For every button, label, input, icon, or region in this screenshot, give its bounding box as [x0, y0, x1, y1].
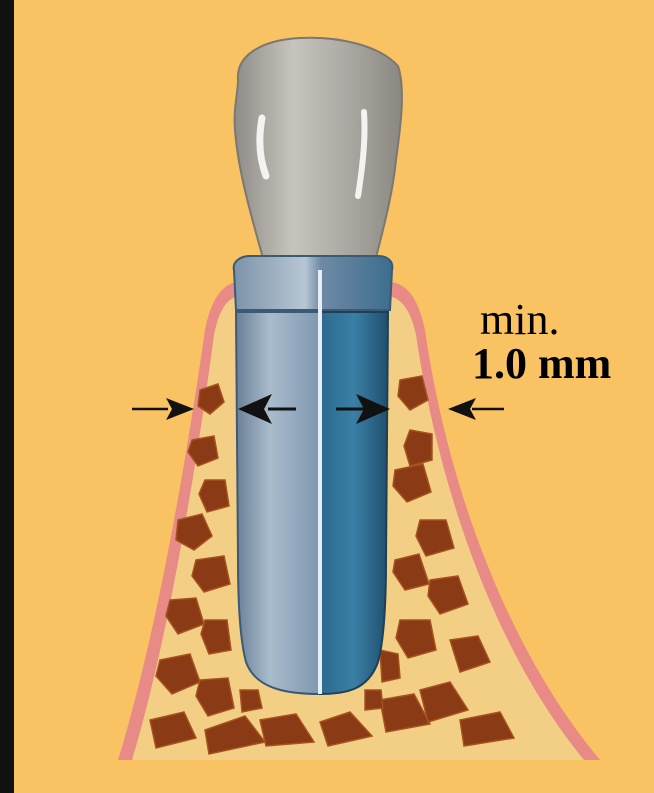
annotation-min-label: min. [480, 296, 559, 344]
implant-collar [234, 256, 393, 310]
arrow-left-icon [448, 398, 504, 420]
implant-body-left [236, 312, 320, 694]
arrow-right-icon [132, 398, 194, 420]
implant-body-right [320, 312, 388, 694]
annotation-distance-value: 1.0 mm [472, 340, 611, 388]
